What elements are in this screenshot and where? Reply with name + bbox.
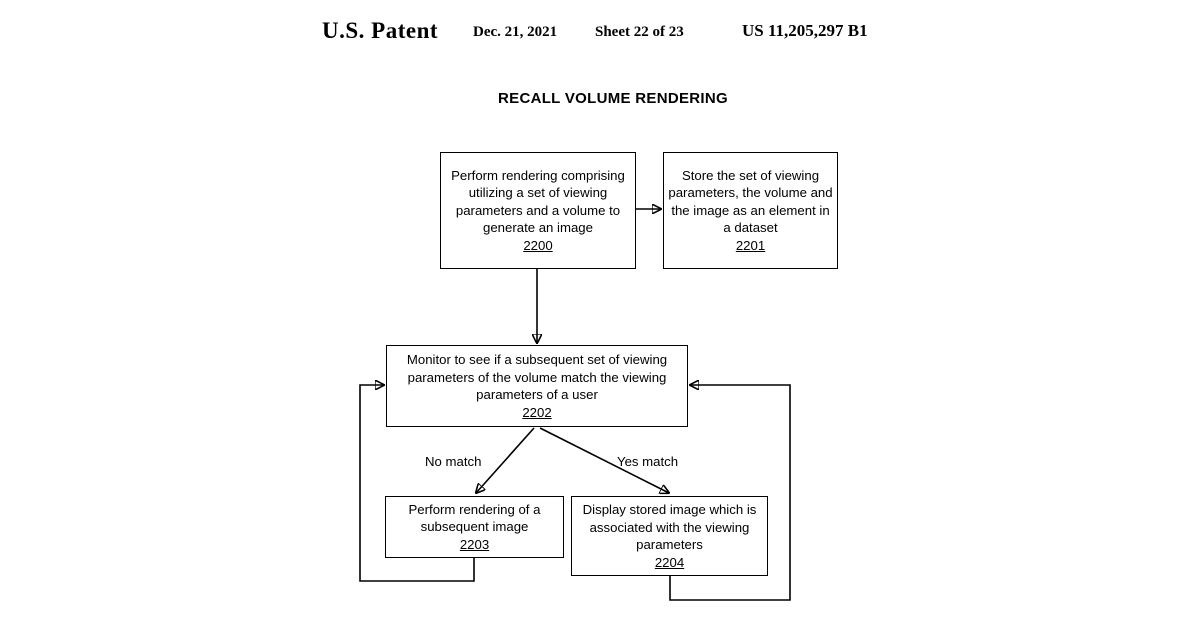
figure-title: RECALL VOLUME RENDERING — [498, 90, 728, 107]
flowchart-node-2203-ref: 2203 — [459, 536, 490, 552]
flowchart-node-2201-text: Store the set of viewing parameters, the… — [668, 167, 833, 236]
patent-number-label: US 11,205,297 B1 — [742, 21, 868, 40]
edge-2202-to-2203-no-match — [476, 427, 535, 493]
patent-sheet-label: Sheet 22 of 23 — [595, 24, 684, 40]
patent-office-label: U.S. Patent — [322, 18, 439, 43]
flowchart-node-2204-ref: 2204 — [654, 554, 685, 570]
flowchart-node-2200: Perform rendering comprising utilizing a… — [440, 152, 636, 269]
edge-label-no-match: No match — [425, 454, 482, 469]
patent-date-label: Dec. 21, 2021 — [473, 24, 558, 40]
flowchart-node-2200-ref: 2200 — [523, 237, 553, 253]
flowchart-node-2204-text: Display stored image which is associated… — [582, 502, 757, 552]
flowchart-node-2202-text: Monitor to see if a subsequent set of vi… — [406, 352, 668, 402]
flowchart-node-2201-ref: 2201 — [735, 237, 766, 253]
flowchart-node-2201: Store the set of viewing parameters, the… — [663, 152, 838, 269]
flowchart-node-2203-text: Perform rendering of a subsequent image — [408, 501, 541, 535]
flowchart-node-2204: Display stored image which is associated… — [571, 496, 768, 576]
patent-header: U.S. Patent Dec. 21, 2021 Sheet 22 of 23… — [0, 18, 1200, 48]
flowchart-node-2202-ref: 2202 — [522, 404, 552, 420]
flowchart-node-2203: Perform rendering of a subsequent image … — [385, 496, 564, 558]
flowchart-node-2202: Monitor to see if a subsequent set of vi… — [386, 345, 688, 427]
edge-label-yes-match: Yes match — [617, 454, 679, 469]
flowchart-node-2200-text: Perform rendering comprising utilizing a… — [451, 167, 625, 236]
